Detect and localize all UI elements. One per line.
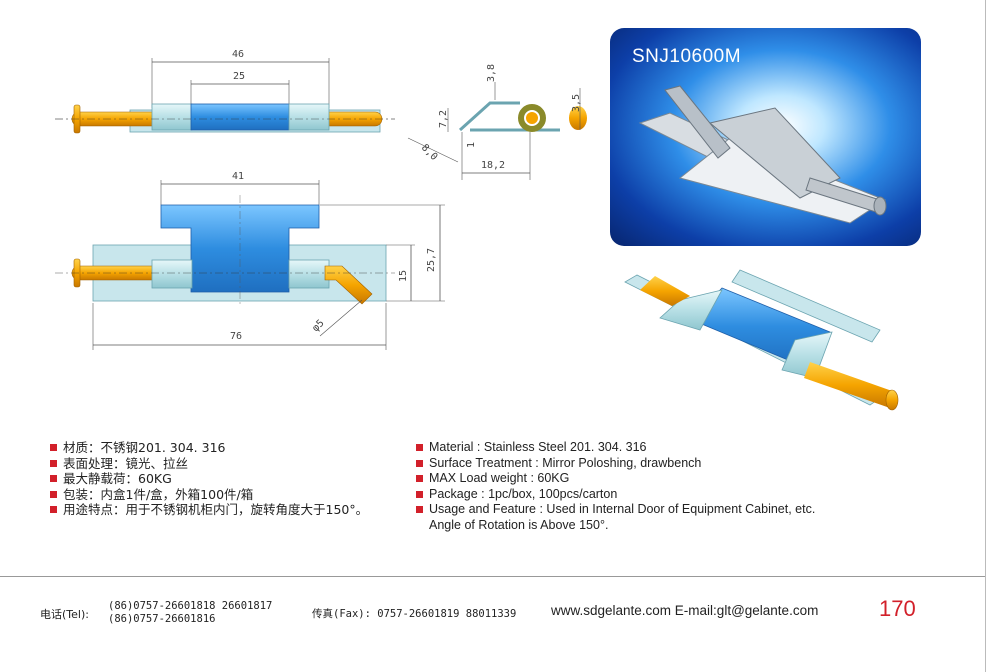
specs-english: Material : Stainless Steel 201. 304. 316… <box>416 440 815 534</box>
fax-number: 传真(Fax): 0757-26601819 88011339 <box>312 608 517 620</box>
spec-en-usage: Usage and Feature : Used in Internal Doo… <box>416 502 815 518</box>
spec-text: Usage and Feature : Used in Internal Doo… <box>429 502 816 517</box>
dim-top-46: 46 <box>232 49 244 60</box>
spec-en-usage-cont: Angle of Rotation is Above 150°. <box>416 518 815 534</box>
spec-text: Angle of Rotation is Above 150°. <box>429 517 609 532</box>
bullet-icon <box>416 444 423 451</box>
spec-en-material: Material : Stainless Steel 201. 304. 316 <box>416 440 815 456</box>
dim-side-7-2: 7,2 <box>438 110 449 128</box>
tel-line-2: (86)0757-26601816 <box>108 613 216 625</box>
technical-drawing: 46 25 3,8 3,5 7,2 8,0 1 18,2 <box>55 49 899 411</box>
side-view: 3,8 3,5 7,2 8,0 1 18,2 <box>407 64 587 180</box>
dim-front-25-7: 25,7 <box>426 248 437 272</box>
spec-text: Material : Stainless Steel 201. 304. 316 <box>429 440 647 454</box>
bullet-icon <box>416 506 423 514</box>
spec-en-surface: Surface Treatment : Mirror Poloshing, dr… <box>416 456 815 472</box>
bullet-icon <box>50 475 57 483</box>
page-edge-line <box>985 0 986 672</box>
spec-text: 表面处理：镜光、拉丝 <box>63 455 189 471</box>
tel-numbers: (86)0757-26601818 26601817 (86)0757-2660… <box>108 600 272 626</box>
bullet-icon <box>50 490 57 498</box>
page-number: 170 <box>879 596 916 621</box>
dim-side-18-2: 18,2 <box>481 160 505 171</box>
spec-cn-material: 材质：不锈钢201. 304. 316 <box>50 440 368 456</box>
dim-side-8-0: 8,0 <box>419 142 440 163</box>
bullet-icon <box>50 444 57 451</box>
spec-cn-load: 最大静载荷：60KG <box>50 471 368 487</box>
spec-text: 用途特点：用于不锈钢机柜内门，旋转角度大于150°。 <box>63 502 369 518</box>
website-email[interactable]: www.sdgelante.com E-mail:glt@gelante.com <box>551 603 819 618</box>
dim-side-1: 1 <box>466 142 477 148</box>
spec-cn-surface: 表面处理：镜光、拉丝 <box>50 456 368 472</box>
tel-line-1: (86)0757-26601818 26601817 <box>108 600 273 612</box>
spec-text: MAX Load weight : 60KG <box>429 471 570 486</box>
hinge-3d-render <box>624 269 899 411</box>
tel-label: 电话(Tel): <box>40 608 89 621</box>
dim-front-15: 15 <box>398 270 409 282</box>
bullet-icon <box>416 459 423 467</box>
bullet-icon <box>50 506 57 514</box>
bullet-icon <box>50 459 57 467</box>
spec-en-package: Package : 1pc/box, 100pcs/carton <box>416 487 815 503</box>
bullet-icon <box>416 475 423 483</box>
dim-side-3-8: 3,8 <box>486 64 497 82</box>
top-view: 46 25 <box>55 49 395 134</box>
front-view: 41 25,7 15 φ5 76 <box>55 171 445 350</box>
footer-divider <box>0 576 985 577</box>
spec-text: 材质：不锈钢201. 304. 316 <box>63 440 226 455</box>
model-number: SNJ10600M <box>632 46 742 67</box>
spec-cn-package: 包装：内盒1件/盒，外箱100件/箱 <box>50 487 368 503</box>
bullet-icon <box>416 490 423 498</box>
spec-text: 包装：内盒1件/盒，外箱100件/箱 <box>63 486 254 502</box>
dim-front-41: 41 <box>232 171 244 182</box>
specs-chinese: 材质：不锈钢201. 304. 316 表面处理：镜光、拉丝 最大静载荷：60K… <box>50 440 368 518</box>
spec-text: Surface Treatment : Mirror Poloshing, dr… <box>429 455 702 470</box>
dim-front-pin-dia: φ5 <box>310 318 326 334</box>
spec-text: Package : 1pc/box, 100pcs/carton <box>429 486 618 501</box>
hinge-photo-image <box>638 85 887 224</box>
product-photo: SNJ10600M <box>610 28 921 246</box>
spec-cn-usage: 用途特点：用于不锈钢机柜内门，旋转角度大于150°。 <box>50 502 368 518</box>
dim-front-76: 76 <box>230 331 242 342</box>
spec-text: 最大静载荷：60KG <box>63 471 172 487</box>
dim-top-25: 25 <box>233 71 245 82</box>
dim-side-3-5: 3,5 <box>571 94 582 112</box>
spec-en-load: MAX Load weight : 60KG <box>416 471 815 487</box>
